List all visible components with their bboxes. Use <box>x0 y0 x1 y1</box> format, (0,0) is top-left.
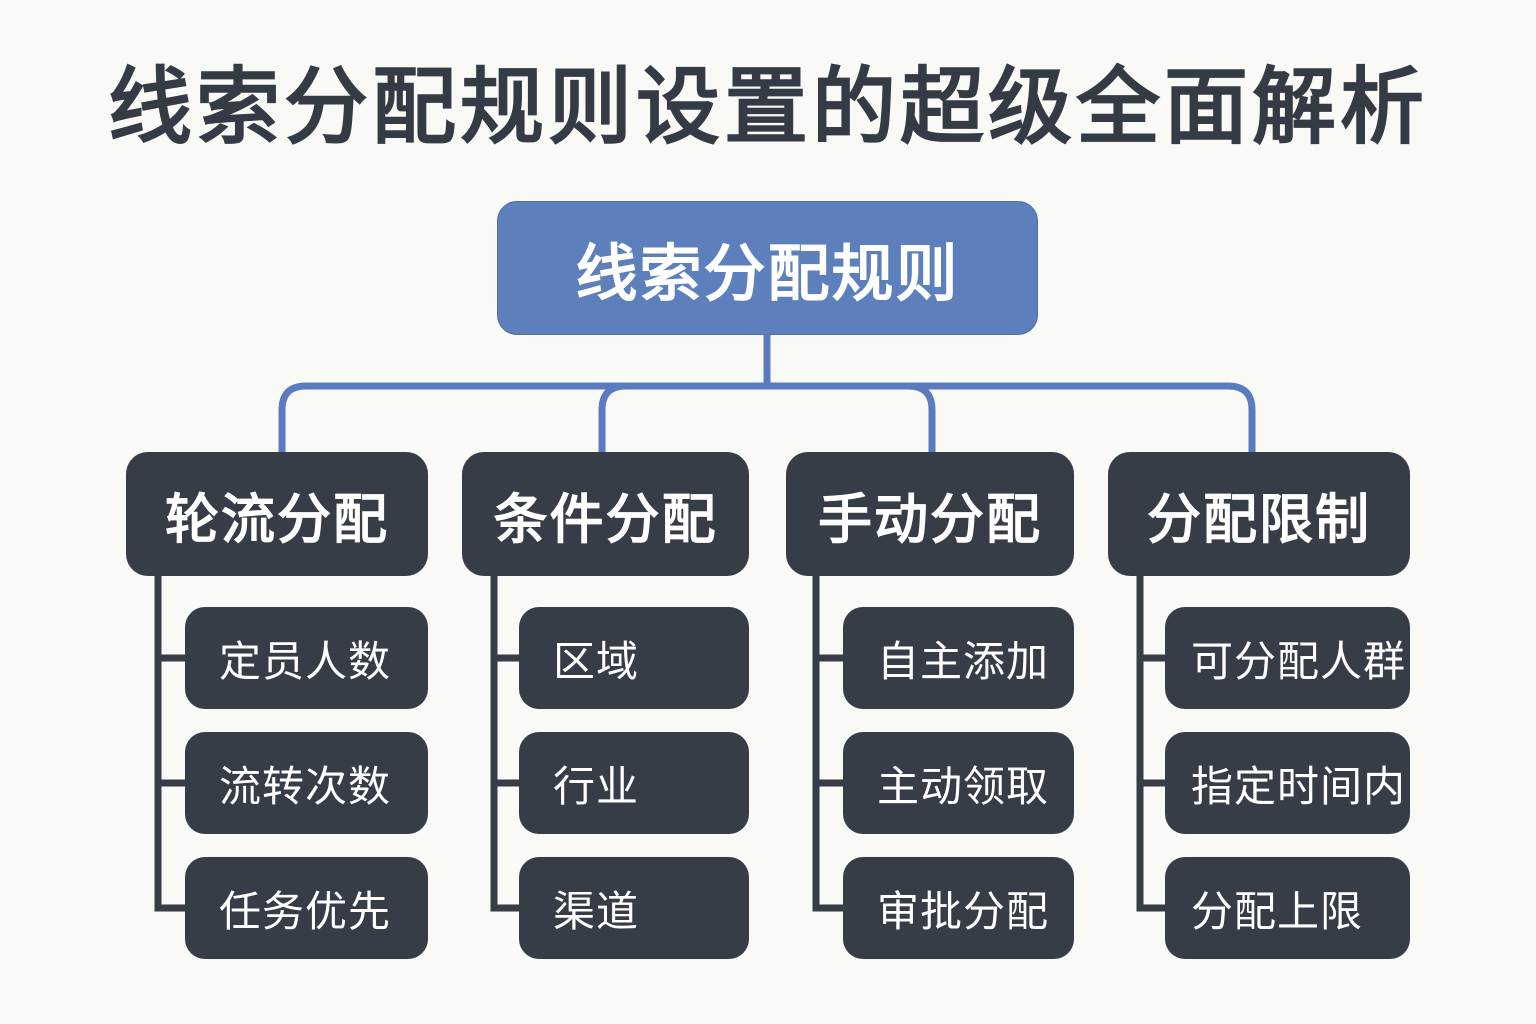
leaf-connector <box>1136 576 1166 912</box>
leaf-node: 自主添加 <box>843 607 1074 709</box>
leaf-node: 指定时间内 <box>1165 732 1410 834</box>
root-node: 线索分配规则 <box>497 201 1038 335</box>
branch-connector <box>598 382 936 452</box>
category-node-manual: 手动分配 <box>786 452 1074 576</box>
leaf-node: 分配上限 <box>1165 857 1410 959</box>
leaf-node: 区域 <box>519 607 749 709</box>
leaf-connector <box>154 576 186 912</box>
leaf-node: 审批分配 <box>843 857 1074 959</box>
branch-connector <box>278 382 1256 452</box>
leaf-connector <box>812 576 844 912</box>
category-node-conditional: 条件分配 <box>462 452 749 576</box>
leaf-node: 可分配人群 <box>1165 607 1410 709</box>
leaf-connector <box>490 576 520 912</box>
page-title: 线索分配规则设置的超级全面解析 <box>107 58 1428 156</box>
category-node-limits: 分配限制 <box>1108 452 1410 576</box>
leaf-node: 任务优先 <box>185 857 428 959</box>
category-node-round-robin: 轮流分配 <box>126 452 428 576</box>
leaf-node: 定员人数 <box>185 607 428 709</box>
leaf-node: 行业 <box>519 732 749 834</box>
leaf-node: 主动领取 <box>843 732 1074 834</box>
leaf-node: 渠道 <box>519 857 749 959</box>
leaf-node: 流转次数 <box>185 732 428 834</box>
